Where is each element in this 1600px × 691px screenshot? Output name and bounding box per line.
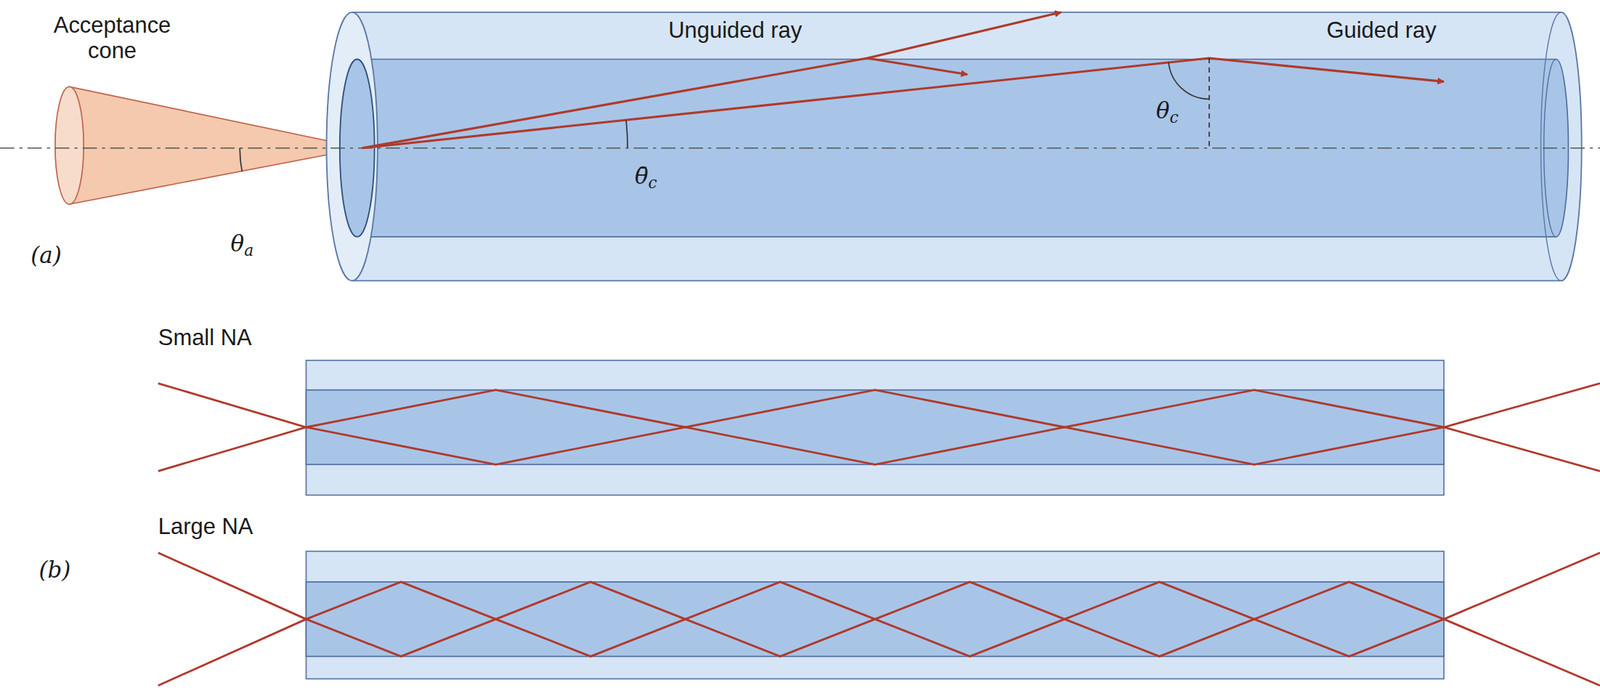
cladding <box>352 12 1582 282</box>
fiber-label: Large NA <box>158 513 254 540</box>
ray <box>158 618 1600 685</box>
angle-arc <box>626 120 628 149</box>
guided-ray <box>362 58 1444 149</box>
part-label: (a) <box>30 242 62 269</box>
cladding <box>305 551 1444 680</box>
ray <box>158 383 1600 428</box>
ray <box>158 552 1600 619</box>
cone-label: Acceptance cone <box>45 12 179 64</box>
unguided-ray <box>362 12 1062 149</box>
ray-label: Unguided ray <box>668 17 802 44</box>
na-comparison <box>158 360 1600 685</box>
ray <box>158 427 1600 471</box>
angle-arc <box>1168 62 1210 99</box>
angle-label: θ̄c <box>634 163 658 194</box>
normal-line <box>1208 58 1210 149</box>
cladding-end <box>1541 12 1562 282</box>
angle-label: θc <box>1156 98 1179 128</box>
cladding <box>305 360 1444 495</box>
reflected-part <box>867 58 968 75</box>
part-label: (b) <box>38 557 71 584</box>
core <box>305 390 1444 465</box>
angle-arc <box>239 148 242 172</box>
ray-label: Guided ray <box>1326 17 1436 44</box>
angle-label: θa <box>230 230 255 261</box>
angle-marks <box>239 58 1210 172</box>
rays <box>362 12 1444 149</box>
acceptance-cone <box>69 86 363 205</box>
cone-base <box>55 86 84 205</box>
fiber-label: Small NA <box>158 324 253 351</box>
